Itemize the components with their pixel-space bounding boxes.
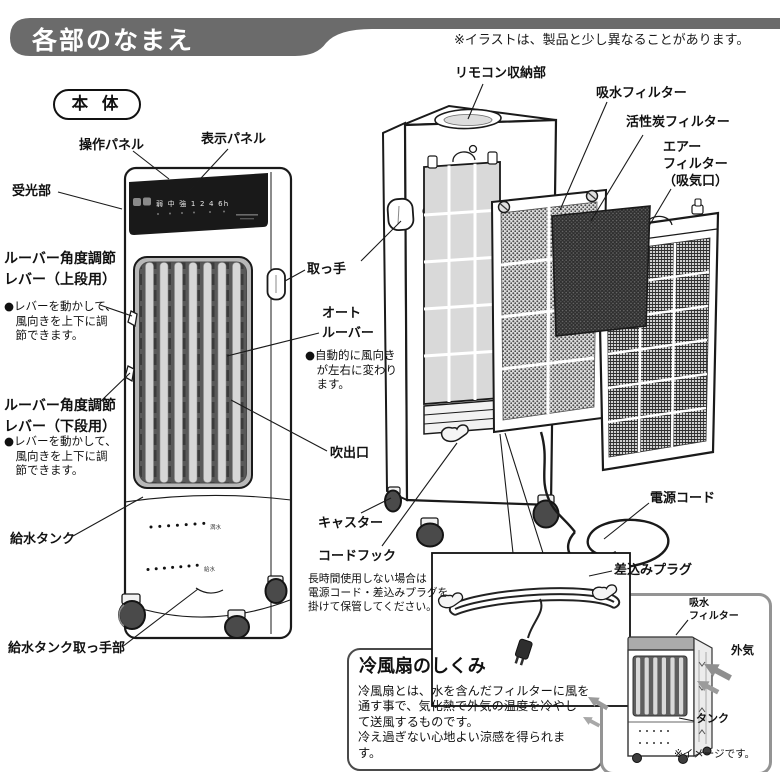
label-water-filter: 吸水フィルター: [596, 86, 687, 101]
remote-storage-recess: [434, 108, 502, 130]
label-auto-louver: オート ルーバー: [322, 306, 374, 341]
front-casters: [118, 575, 288, 639]
carbon-filter: [551, 205, 651, 337]
note-louver-lower: ●レバーを動かして、 風向きを上下に調 節できます。: [4, 434, 117, 478]
label-caster: キャスター: [318, 516, 384, 531]
screw-hole: [468, 144, 478, 154]
label-water-tank: 給水タンク: [10, 532, 76, 547]
label-power-cord: 電源コード: [650, 491, 716, 506]
label-carbon-filter: 活性炭フィルター: [626, 115, 730, 130]
louver-lever-upper: [127, 310, 138, 328]
rear-filter-opening: [423, 151, 501, 405]
label-remote-storage: リモコン収納部: [455, 66, 547, 81]
tank-handle-notch: [195, 587, 224, 594]
rear-handle: [386, 197, 415, 232]
tank-mark-refill: 給水: [204, 565, 216, 573]
cord-hook-right: [516, 406, 547, 428]
label-imagebox-tank: タンク: [696, 712, 729, 725]
image-box: [600, 593, 772, 772]
leader-lines: [57, 83, 695, 722]
power-plug: [556, 559, 587, 591]
mechanism-title: 冷風扇のしくみ: [359, 656, 486, 677]
illustration-disclaimer: ※イラストは、製品と少し異なることがあります。: [454, 33, 750, 48]
water-filter-frame: [490, 188, 608, 434]
air-filter: [596, 198, 720, 472]
louver-grille: [124, 256, 253, 489]
label-imagebox-water-filter: 吸水 フィルター: [689, 598, 739, 622]
label-tank-handle: 給水タンク取っ手部: [8, 641, 126, 656]
note-louver-upper: ●レバーを動かして、 風向きを上下に調 節できます。: [4, 299, 117, 343]
label-handle: 取っ手: [307, 262, 347, 277]
cord-hook-left: [440, 424, 469, 443]
section-badge-body: 本 体: [53, 89, 141, 120]
mechanism-body: 冷風扇とは、水を含んだフィルターに風を 通す事で、気化熱で外気の温度を冷やし て…: [358, 684, 590, 760]
label-louver-upper: ルーバー角度調節 レバー（上段用）: [4, 251, 116, 288]
tank-mark-full: 満水: [210, 523, 222, 531]
panel-markings: 弱 中 強 1 2 4 6h: [156, 199, 229, 208]
label-air-filter: エアー フィルター （吸気口）: [663, 140, 729, 190]
label-plug: 差込みプラグ: [614, 563, 693, 578]
label-receiver: 受光部: [12, 184, 52, 199]
rear-casters: [384, 486, 560, 548]
control-panel: 弱 中 強 1 2 4 6h: [129, 173, 268, 235]
note-cord-hook: 長時間使用しない場合は 電源コード・差込みプラグを 掛けて保管してください。: [308, 572, 449, 614]
label-display-panel: 表示パネル: [201, 132, 267, 147]
label-cord-hook: コードフック: [318, 549, 397, 564]
note-auto-louver: ●自動的に風向き が左右に変わり ます。: [305, 348, 397, 392]
label-outlet: 吹出口: [330, 446, 370, 461]
imagebox-caption: ※イメージです。: [674, 748, 756, 760]
water-tank: 満水 給水: [124, 494, 292, 594]
front-handle: [266, 268, 286, 301]
louver-lever-lower: [124, 365, 135, 383]
rear-unit: [381, 104, 670, 591]
page-title: 各部のなまえ: [32, 26, 195, 55]
front-unit: 弱 中 強 1 2 4 6h: [118, 166, 293, 640]
label-imagebox-outside-air: 外気: [731, 643, 754, 657]
label-louver-lower: ルーバー角度調節 レバー（下段用）: [4, 398, 116, 435]
label-operation-panel: 操作パネル: [79, 138, 145, 153]
